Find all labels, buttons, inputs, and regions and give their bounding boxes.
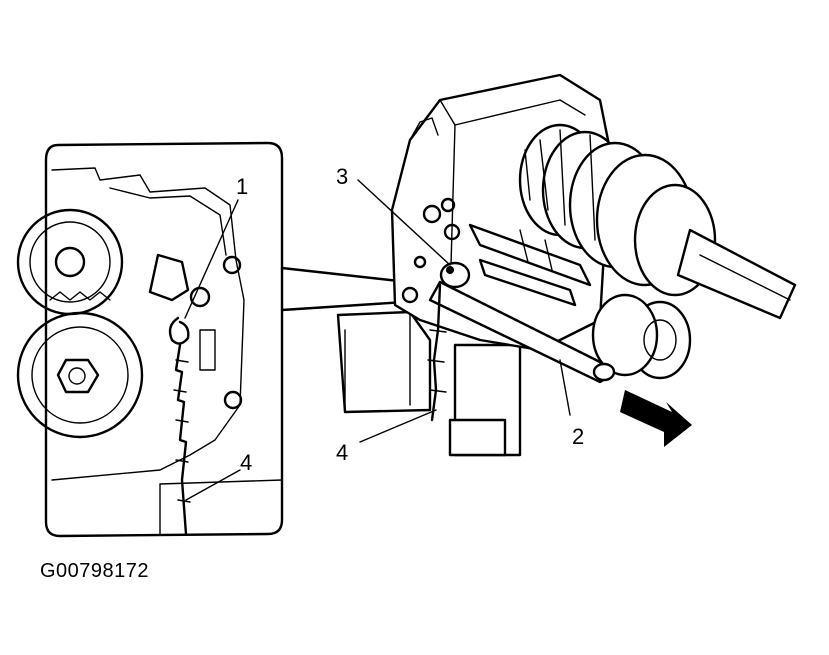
inset-connector xyxy=(280,266,410,312)
callout-4-inset: 4 xyxy=(240,450,252,475)
figure-caption: G00798172 xyxy=(40,560,150,582)
gear-stack xyxy=(518,123,717,380)
callout-2: 2 xyxy=(572,424,584,449)
detail-inset: 1 4 xyxy=(16,141,284,538)
transmission-main-view: 3 4 2 xyxy=(336,73,797,465)
callout-1-inset: 1 xyxy=(236,174,248,199)
callout-4-main: 4 xyxy=(336,440,348,465)
callout-3: 3 xyxy=(336,164,348,189)
